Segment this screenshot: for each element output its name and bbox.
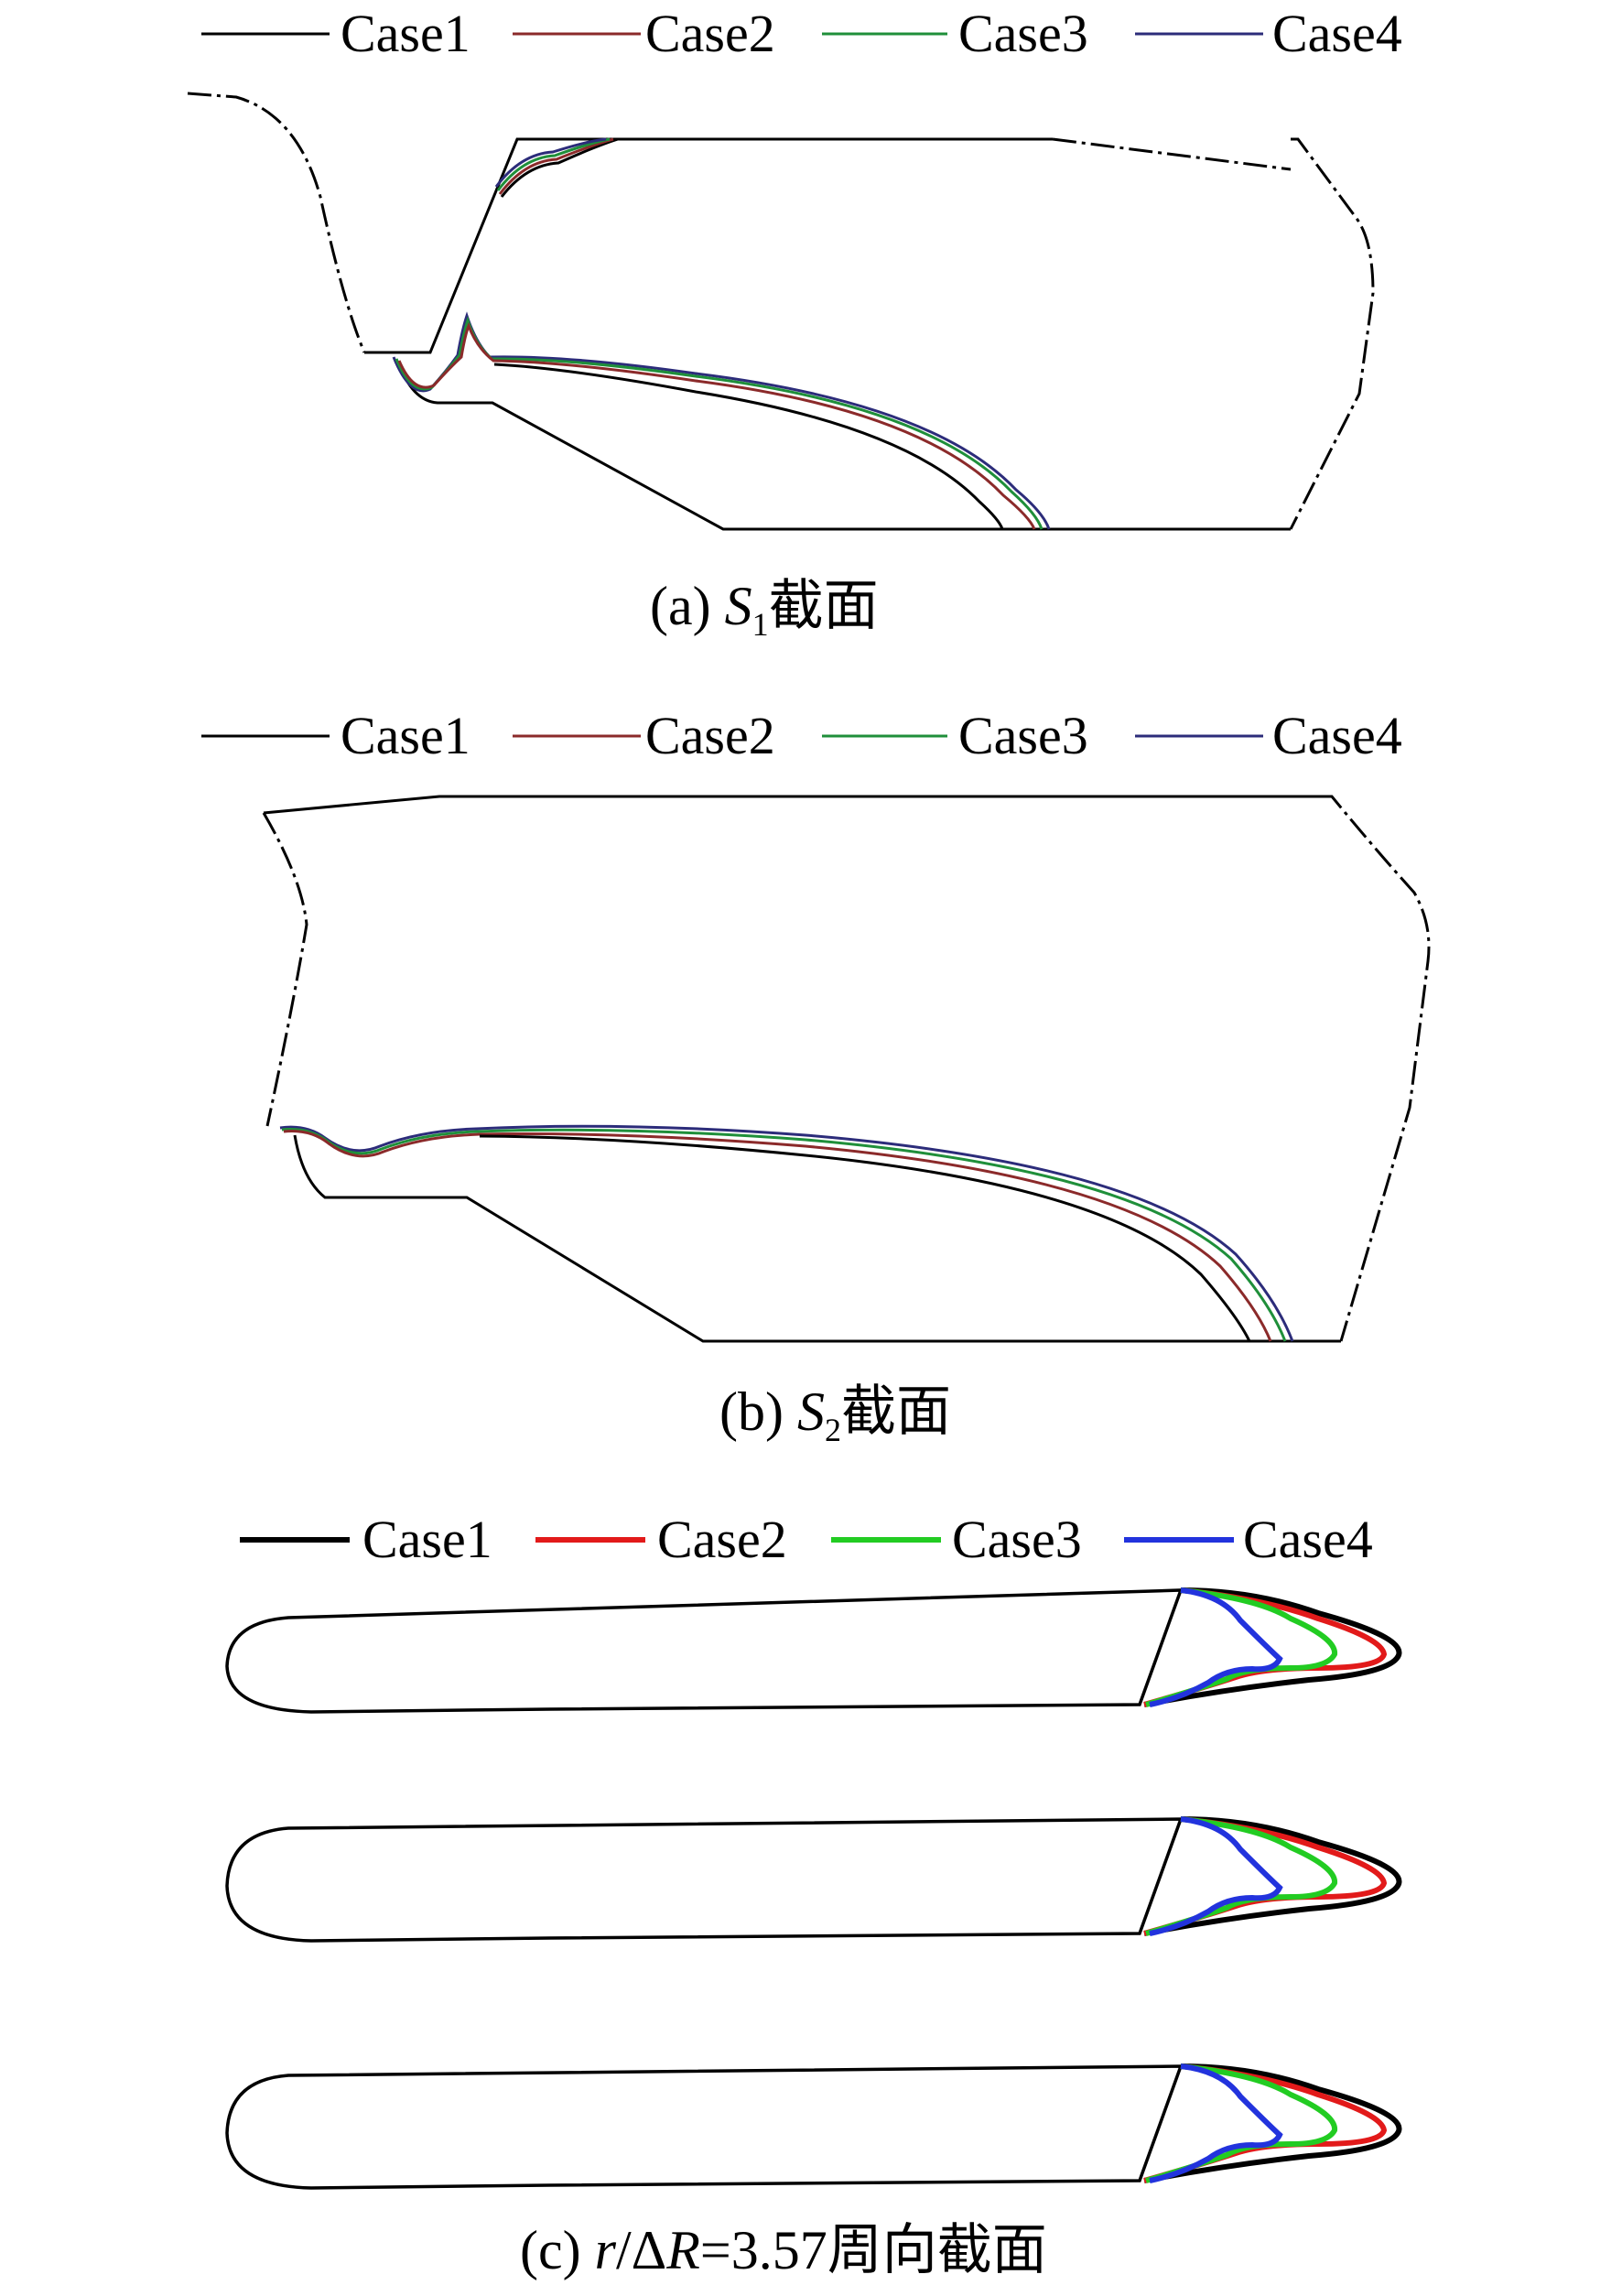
caption-b-suffix: 截面 [841,1381,951,1442]
legend-label-case2: Case2 [657,1510,787,1569]
s1-shroud-wall [364,137,1053,354]
caption-c-prefix: (c) [520,2220,595,2280]
legend-label-case1: Case1 [362,1510,492,1569]
caption-panel-a: (a) S1截面 [650,576,879,643]
caption-c-slash: /Δ [616,2220,666,2280]
s1-tip-contours [494,137,619,198]
caption-a-var: S [725,576,752,636]
s1-hub-wall [396,361,1291,531]
blade-section-3 [225,2063,1402,2190]
s1-top-boundary [1052,137,1292,171]
s1-hub-contours [392,311,1051,530]
legend-label-case3: Case3 [958,706,1088,765]
s2-shroud-wall [263,795,1323,815]
caption-panel-c: (c) r/ΔR=3.57周向截面 [520,2220,1047,2280]
s2-inlet-boundary [262,812,308,1127]
caption-panel-b: (b) S2截面 [719,1381,951,1448]
caption-a-prefix: (a) [650,576,725,636]
legend-label-case1: Case1 [341,706,470,765]
s1-inlet-boundary [187,92,366,353]
caption-c-suffix: =3.57周向截面 [700,2220,1047,2280]
caption-c-var-R: R [665,2220,700,2280]
s1-outlet-boundary [1289,137,1375,530]
legend-label-case4: Case4 [1272,4,1402,63]
blade-section-1 [225,1587,1402,1714]
legend-label-case3: Case3 [958,4,1088,63]
legend-label-case1: Case1 [341,4,470,63]
blade-section-2 [225,1816,1402,1943]
legend-label-case4: Case4 [1272,706,1402,765]
legend-panel-a: Case1 Case2 Case3 Case4 [201,4,1402,63]
s2-hub-wall [293,1134,1341,1343]
caption-b-sub: 2 [825,1412,841,1448]
legend-panel-b: Case1 Case2 Case3 Case4 [201,706,1402,765]
s2-outlet-boundary [1323,795,1431,1342]
legend-label-case2: Case2 [645,4,775,63]
legend-label-case4: Case4 [1243,1510,1373,1569]
diagram-s1-section [187,92,1375,531]
legend-panel-c: Case1 Case2 Case3 Case4 [240,1510,1373,1569]
caption-b-prefix: (b) [719,1381,797,1442]
s2-hub-contours [279,1124,1294,1342]
caption-a-suffix: 截面 [769,576,879,636]
caption-a-sub: 1 [752,606,769,643]
diagram-s2-section [262,795,1431,1343]
caption-b-var: S [797,1381,825,1442]
caption-c-var-r: r [595,2220,617,2280]
legend-label-case2: Case2 [645,706,775,765]
legend-label-case3: Case3 [952,1510,1082,1569]
